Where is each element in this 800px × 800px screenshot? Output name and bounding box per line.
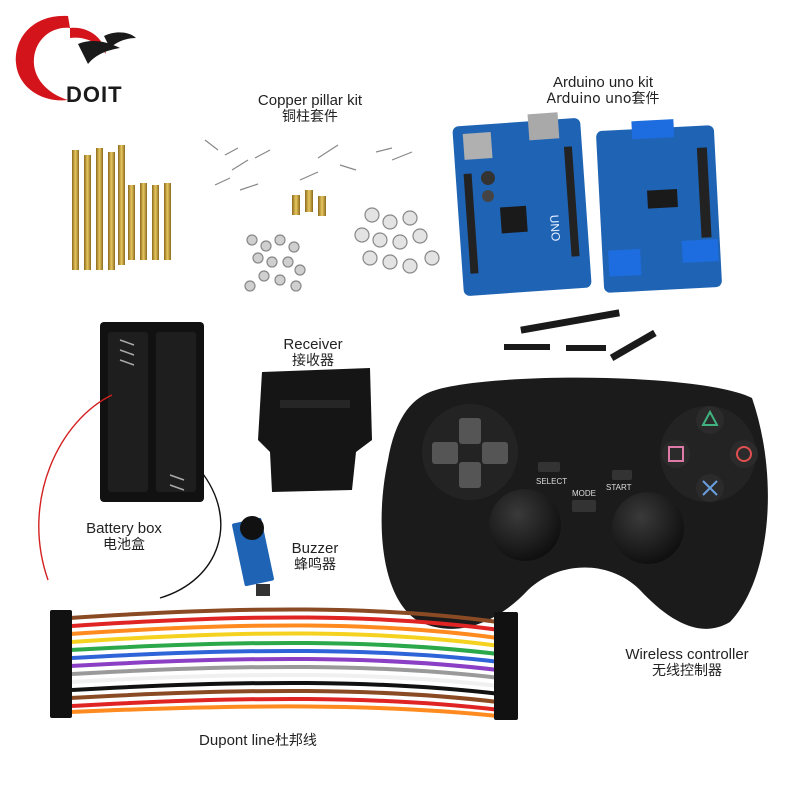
label-battery-box: Battery box 电池盒 (86, 520, 162, 553)
mode-label: MODE (572, 489, 596, 498)
arduino-uno-board (452, 112, 592, 296)
buzzer-module (232, 516, 274, 596)
label-receiver: Receiver 接收器 (283, 336, 343, 369)
battery-box (38, 322, 222, 599)
start-label: START (606, 483, 632, 492)
label-buzzer: Buzzer 蜂鸣器 (291, 540, 339, 573)
receiver-module (258, 368, 372, 492)
pin-headers (504, 309, 657, 361)
motor-shield-board (596, 119, 722, 293)
wireless-gamepad (381, 377, 768, 629)
brand-name: DOIT (66, 82, 123, 107)
label-arduino-uno-kit: Arduino uno kit Arduino uno套件 (546, 74, 660, 107)
uno-silkscreen: UNO (547, 214, 563, 242)
select-label: SELECT (536, 477, 567, 486)
label-dupont-line: Dupont line杜邦线 (199, 732, 317, 749)
doit-logo: DOIT (8, 8, 138, 108)
brass-standoffs (72, 145, 171, 270)
label-copper-pillar-kit: Copper pillar kit 铜柱套件 (257, 92, 363, 125)
dupont-connectors (50, 610, 518, 720)
dupont-cables (69, 607, 501, 718)
screws-and-nuts (204, 139, 440, 292)
label-wireless-controller: Wireless controller 无线控制器 (625, 646, 749, 679)
